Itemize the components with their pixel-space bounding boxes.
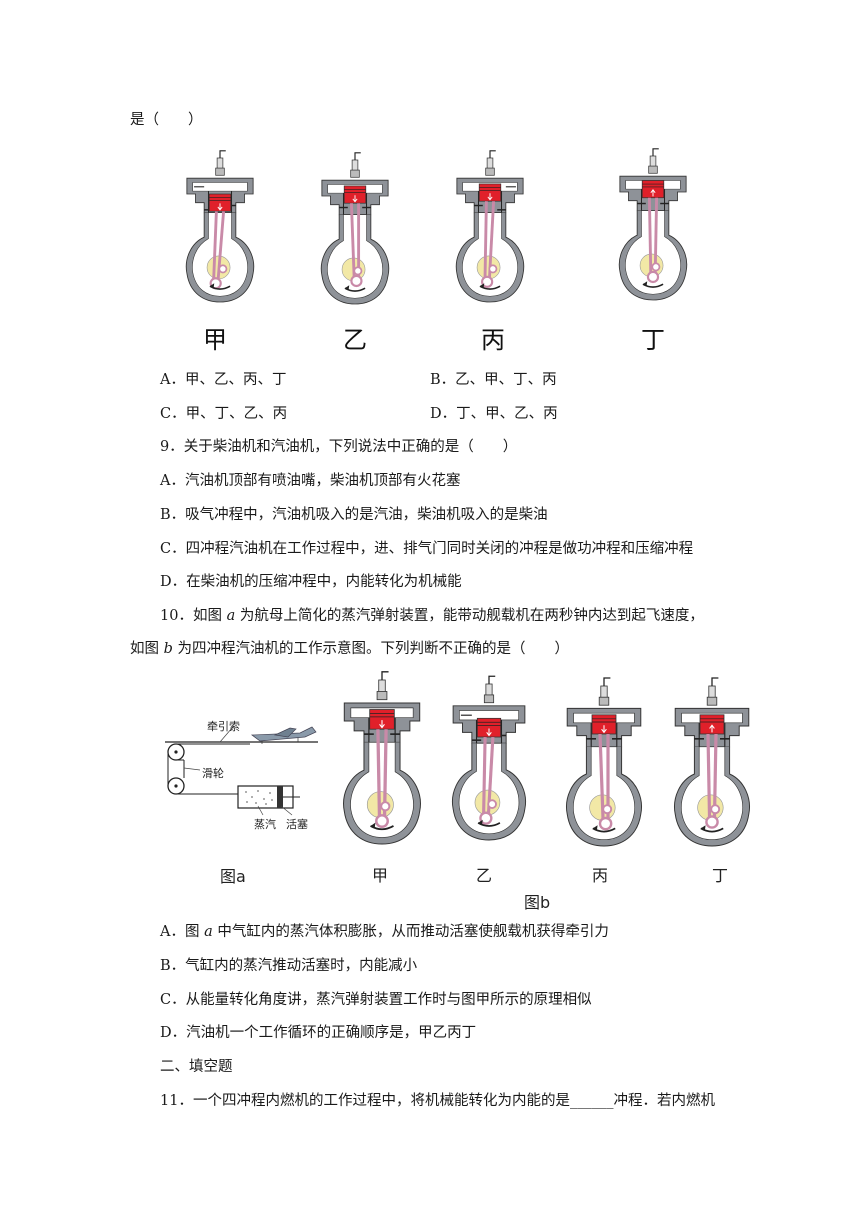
q10-option-a-prefix: A．图 — [160, 924, 200, 940]
engine-ding-icon — [618, 148, 688, 301]
fig-b-label-3: 丙 — [592, 866, 609, 885]
q8-label-4: 丁 — [641, 326, 665, 354]
section-heading: 二、填空题 — [160, 1059, 233, 1075]
q11-blank[interactable]: ______ — [569, 1093, 614, 1109]
fig-b-caption: 图b — [524, 893, 551, 912]
q10-var-b: b — [163, 641, 173, 657]
q9-stem: 9．关于柴油机和汽油机，下列说法中正确的是（ ） — [160, 439, 518, 455]
q9-option-b: B．吸气冲程中，汽油机吸入的是汽油，柴油机吸入的是柴油 — [160, 507, 548, 523]
fig-a-label-piston: 活塞 — [286, 818, 308, 831]
q8-option-d: D．丁、甲、乙、丙 — [430, 406, 558, 422]
q10-stem-line1-b: 为航母上简化的蒸汽弹射装置，能带动舰载机在两秒钟内达到起飞速度， — [239, 608, 704, 624]
q9-option-c: C．四冲程汽油机在工作过程中，进、排气门同时关闭的冲程是做功冲程和压缩冲程 — [160, 541, 694, 557]
q10-option-a-var: a — [204, 924, 213, 940]
engine-jia-icon — [185, 150, 255, 303]
q8-option-b: B．乙、甲、丁、丙 — [430, 372, 557, 388]
engine-b-bing-icon — [566, 677, 642, 847]
q10-option-d: D．汽油机一个工作循环的正确顺序是，甲乙丙丁 — [160, 1025, 477, 1041]
q8-label-1: 甲 — [203, 326, 227, 354]
q9-option-a: A．汽油机顶部有喷油嘴，柴油机顶部有火花塞 — [160, 473, 461, 489]
q8-label-2: 乙 — [343, 326, 367, 354]
engine-yi-icon — [320, 152, 390, 305]
fig-b-label-1: 甲 — [372, 866, 389, 885]
q8-option-c: C．甲、丁、乙、丙 — [160, 406, 288, 422]
q11-text-b: 冲程．若内燃机 — [613, 1093, 715, 1109]
q11-text: 11．一个四冲程内燃机的工作过程中，将机械能转化为内能的是______冲程．若内… — [160, 1091, 715, 1111]
fig-a-label-steam: 蒸汽 — [254, 818, 276, 831]
fig-a-caption: 图a — [220, 867, 246, 886]
piston-block — [277, 786, 283, 808]
q10-option-a: A．图 a 中气缸内的蒸汽体积膨胀，从而推动活塞使舰载机获得牵引力 — [160, 922, 609, 942]
q10-option-c: C．从能量转化角度讲，蒸汽弹射装置工作时与图甲所示的原理相似 — [160, 992, 592, 1008]
q10-stem-line1-a: 10．如图 — [160, 608, 222, 624]
fig-b-label-2: 乙 — [476, 866, 493, 885]
q10-option-b: B．气缸内的蒸汽推动活塞时，内能减小 — [160, 958, 418, 974]
engine-bing-icon — [455, 150, 525, 303]
q8-option-a: A．甲、乙、丙、丁 — [160, 372, 287, 388]
q10-var-a: a — [226, 608, 236, 624]
q10-stem-line2-b: 为四冲程汽油机的工作示意图。下列判断不正确的是（ ） — [177, 641, 570, 657]
q10-stem-line1: 10．如图 a 为航母上简化的蒸汽弹射装置，能带动舰载机在两秒钟内达到起飞速度， — [160, 606, 704, 626]
fig-a-label-rope: 牵引索 — [207, 720, 240, 733]
q8-label-3: 丙 — [481, 326, 505, 354]
engine-b-yi-icon — [451, 675, 527, 841]
q10-stem-line2: 如图 b 为四冲程汽油机的工作示意图。下列判断不正确的是（ ） — [130, 639, 569, 659]
engine-b-jia-icon — [343, 671, 421, 845]
q8-stem-tail: 是（ ） — [130, 112, 203, 128]
airplane-icon — [251, 726, 317, 744]
q11-text-a: 11．一个四冲程内燃机的工作过程中，将机械能转化为内能的是 — [160, 1093, 570, 1109]
engine-b-ding-icon — [674, 677, 750, 847]
fig-a-label-pulley: 滑轮 — [202, 767, 224, 780]
q9-option-d: D．在柴油机的压缩冲程中，内能转化为机械能 — [160, 574, 462, 590]
q10-stem-line2-a: 如图 — [130, 641, 159, 657]
q10-option-a-text: 中气缸内的蒸汽体积膨胀，从而推动活塞使舰载机获得牵引力 — [217, 924, 609, 940]
fig-b-label-4: 丁 — [712, 866, 729, 885]
